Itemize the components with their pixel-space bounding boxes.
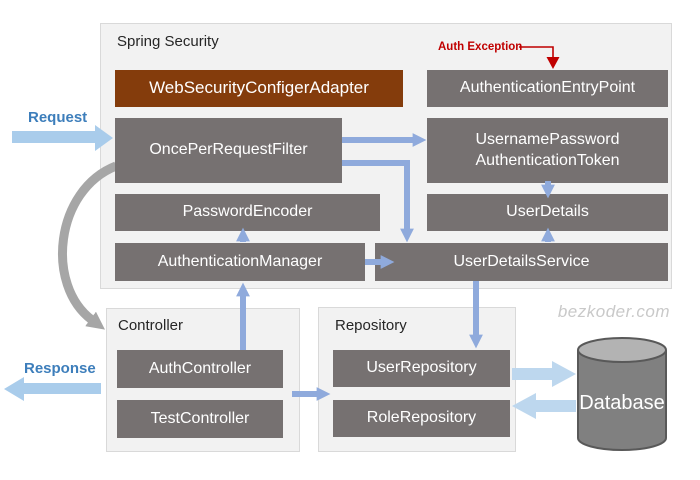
auth-exception-label: Auth Exception [438,41,523,53]
watermark: bezkoder.com [557,302,670,321]
box-password-encoder: PasswordEncoder [115,194,380,231]
box-user-repository: UserRepository [333,350,510,387]
controller-title: Controller [118,317,184,334]
token-label-line2: AuthenticationToken [475,151,620,169]
box-auth-controller: AuthController [117,350,283,388]
box-authentication-manager: AuthenticationManager [115,243,365,281]
box-user-details-service: UserDetailsService [375,243,668,281]
box-test-controller: TestController [117,400,283,438]
response-label: Response [24,360,96,377]
box-role-repository: RoleRepository [333,400,510,437]
box-once-per-request-filter: OncePerRequestFilter [115,118,342,183]
box-authentication-entry-point: AuthenticationEntryPoint [427,70,668,107]
token-label-line1: UsernamePassword [475,130,620,148]
database-label: Database [579,392,665,414]
userrepository-to-database-arrow [512,361,576,387]
repository-title: Repository [335,317,407,334]
response-arrow [4,377,101,401]
request-arrow [12,125,113,151]
spring-security-title: Spring Security [117,33,219,50]
box-username-password-authentication-token: UsernamePassword AuthenticationToken [427,118,668,183]
box-web-security-configer-adapter: WebSecurityConfigerAdapter [115,70,403,107]
database-to-rolerepository-arrow [512,393,576,419]
box-user-details: UserDetails [427,194,668,231]
request-label: Request [28,109,88,126]
